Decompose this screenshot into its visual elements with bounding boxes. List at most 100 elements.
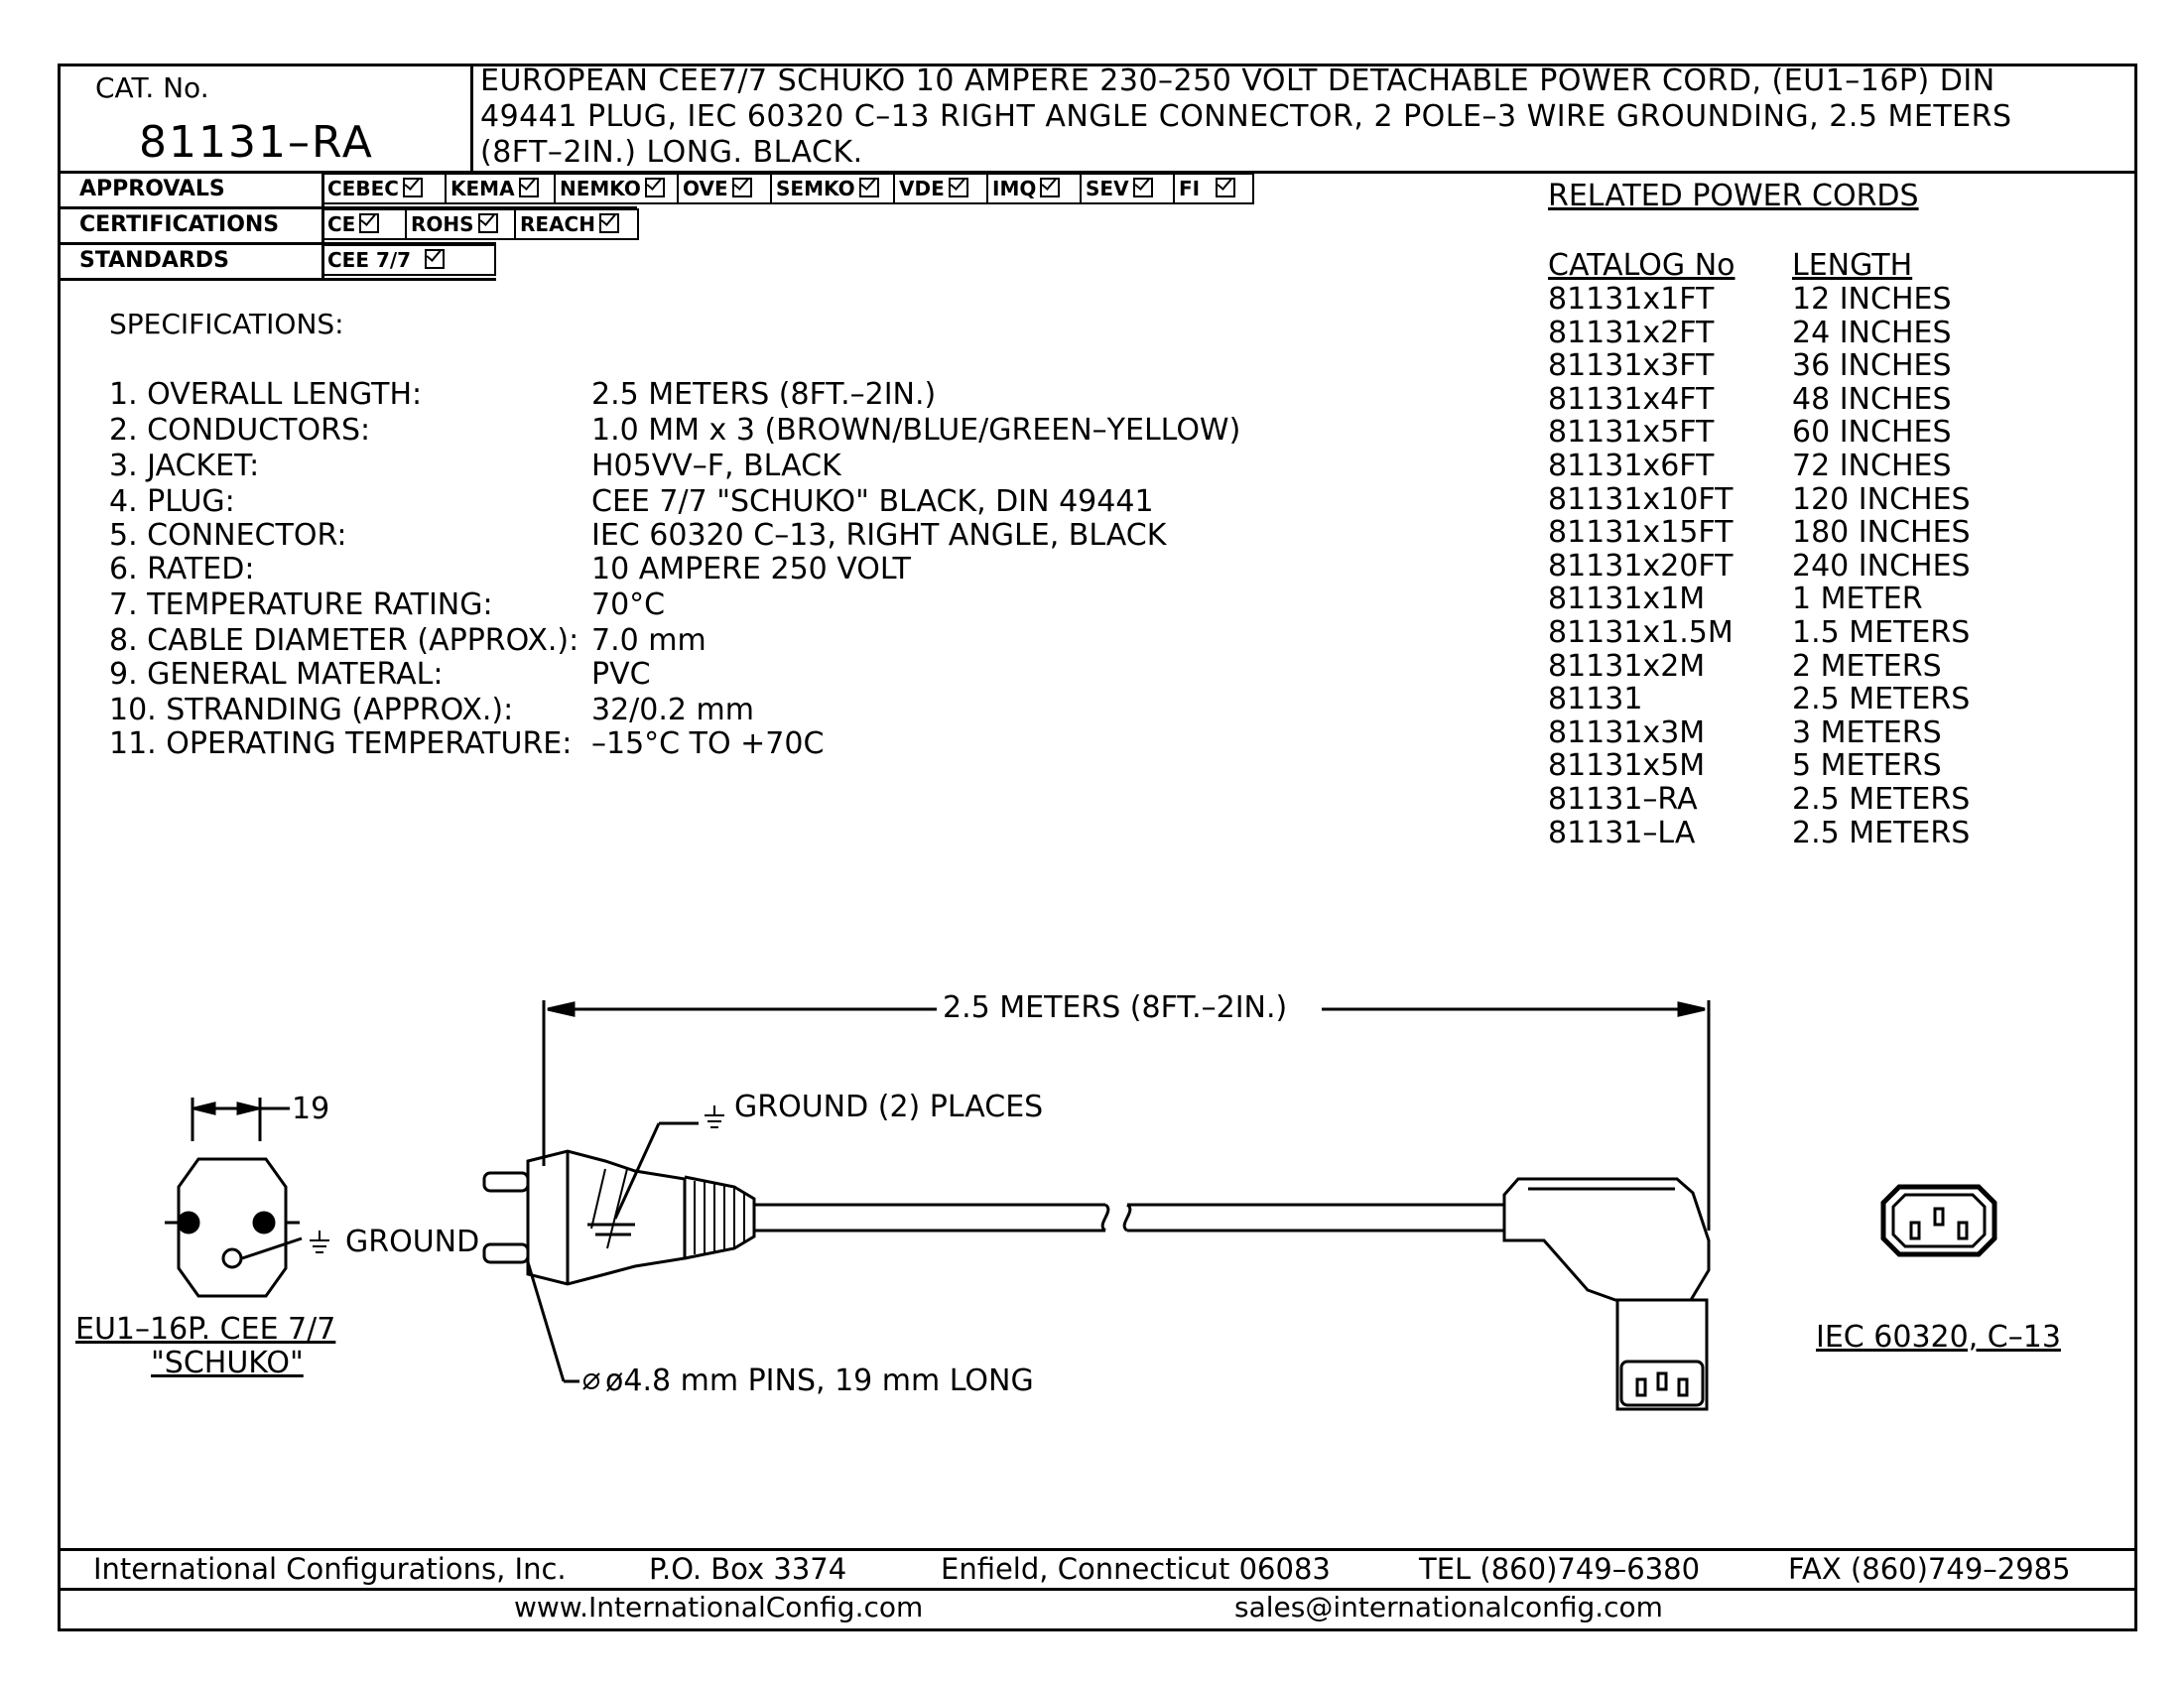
checkbox-icon <box>644 178 665 197</box>
specifications-heading: SPECIFICATIONS: <box>109 308 344 340</box>
related-catalog: 81131x2M <box>1548 648 1706 684</box>
cert-rohs: ROHS <box>407 208 516 240</box>
related-col-catalog: CATALOG No <box>1548 248 1735 283</box>
footer-city: Enfield, Connecticut 06083 <box>941 1552 1331 1586</box>
plug-pin-right <box>252 1211 276 1234</box>
related-length: 2.5 METERS <box>1792 682 1971 717</box>
cable-break-left <box>1100 1203 1110 1233</box>
related-catalog: 81131x15FT <box>1548 515 1734 551</box>
ground-leader-left <box>241 1236 303 1260</box>
related-catalog: 81131x2FT <box>1548 315 1715 350</box>
cert-ce: CE <box>323 208 407 240</box>
related-length: 72 INCHES <box>1792 449 1952 483</box>
related-length: 24 INCHES <box>1792 315 1952 350</box>
checkbox-icon <box>425 249 446 269</box>
cat-label: CAT. No. <box>95 71 209 104</box>
spec-value: PVC <box>591 657 651 692</box>
iec-c13-inner <box>1891 1193 1987 1248</box>
checkbox-icon <box>858 178 879 197</box>
approval-name: KEMA <box>450 177 515 200</box>
length-dimension-label: 2.5 METERS (8FT.–2IN.) <box>943 990 1288 1025</box>
checkbox-icon <box>359 213 380 233</box>
cert-name: ROHS <box>411 212 474 236</box>
cert-name: CE <box>327 212 356 236</box>
related-catalog: 81131x3FT <box>1548 348 1715 384</box>
related-length: 2 METERS <box>1792 648 1942 684</box>
drawing-frame <box>58 64 2137 1631</box>
ground-label: GROUND <box>345 1225 480 1259</box>
approval-imq: IMQ <box>988 173 1082 204</box>
spec-key: 5. CONNECTOR: <box>109 518 347 553</box>
plug-strain-relief <box>684 1175 756 1260</box>
plug-pin-left <box>177 1211 200 1234</box>
related-catalog: 81131x4FT <box>1548 381 1715 417</box>
spec-value: CEE 7/7 "SCHUKO" BLACK, DIN 49441 <box>591 484 1154 519</box>
footer-fax: FAX (860)749–2985 <box>1788 1552 2071 1586</box>
checkbox-icon <box>1040 178 1061 197</box>
approval-name: SEV <box>1086 177 1129 200</box>
plug-pin-lower <box>482 1242 530 1264</box>
approval-sev: SEV <box>1082 173 1175 204</box>
checkbox-icon <box>518 178 539 197</box>
pins-note-label: ø4.8 mm PINS, 19 mm LONG <box>605 1363 1034 1398</box>
spec-key: 10. STRANDING (APPROX.): <box>109 693 514 727</box>
checkbox-icon <box>598 213 619 233</box>
related-catalog: 81131x3M <box>1548 714 1706 750</box>
checkbox-icon <box>477 213 498 233</box>
connector-slot-left <box>1635 1377 1647 1397</box>
related-catalog: 81131x6FT <box>1548 449 1715 483</box>
footer-company: International Configurations, Inc. <box>93 1552 567 1586</box>
spec-value: 10 AMPERE 250 VOLT <box>591 552 911 586</box>
related-catalog: 81131–RA <box>1548 782 1698 817</box>
approval-name: CEBEC <box>327 177 399 200</box>
spec-value: 32/0.2 mm <box>591 693 754 727</box>
grid-line <box>58 206 637 209</box>
plug-face-outline <box>177 1157 288 1298</box>
footer-website[interactable]: www.InternationalConfig.com <box>514 1591 924 1623</box>
approval-name: SEMKO <box>776 177 855 200</box>
plug-ground-hole <box>221 1247 243 1269</box>
connector-slot-right <box>1677 1377 1689 1397</box>
header-divider <box>58 171 2137 174</box>
approval-name: FI <box>1179 177 1201 200</box>
related-catalog: 81131x5M <box>1548 748 1706 784</box>
plug-body <box>526 1149 687 1286</box>
checkbox-icon <box>1132 178 1153 197</box>
checkbox-icon <box>402 178 423 197</box>
plug-label-line1: EU1–16P. CEE 7/7 <box>75 1312 336 1347</box>
strain-relief-ribs <box>694 1181 745 1254</box>
related-length: 3 METERS <box>1792 714 1942 750</box>
spec-value: H05VV–F, BLACK <box>591 449 841 483</box>
standard-name: CEE 7/7 <box>327 248 412 272</box>
pin-dim-arrow-right <box>236 1102 259 1115</box>
related-length: 2.5 METERS <box>1792 782 1971 817</box>
iec-slot-left <box>1909 1221 1921 1240</box>
spec-value: 1.0 MM x 3 (BROWN/BLUE/GREEN–YELLOW) <box>591 413 1241 448</box>
spec-key: 7. TEMPERATURE RATING: <box>109 587 493 622</box>
approval-kema: KEMA <box>447 173 556 204</box>
approval-name: IMQ <box>992 177 1037 200</box>
spec-value: 70°C <box>591 587 666 622</box>
ground-leader-plug <box>613 1122 661 1220</box>
iec-c13-outline <box>1880 1184 1997 1257</box>
spec-key: 11. OPERATING TEMPERATURE: <box>109 726 573 761</box>
grid-line <box>321 171 324 280</box>
related-length: 1 METER <box>1792 582 1923 617</box>
related-length: 120 INCHES <box>1792 481 1971 517</box>
approval-vde: VDE <box>895 173 988 204</box>
approval-nemko: NEMKO <box>556 173 679 204</box>
spec-key: 6. RATED: <box>109 552 255 586</box>
spec-value: 7.0 mm <box>591 623 707 658</box>
related-length: 60 INCHES <box>1792 415 1952 451</box>
plug-label-line2: "SCHUKO" <box>151 1346 304 1380</box>
footer-email[interactable]: sales@internationalconfig.com <box>1234 1591 1663 1623</box>
iec-slot-right <box>1957 1221 1969 1240</box>
footer-tel: TEL (860)749–6380 <box>1419 1552 1701 1586</box>
related-catalog: 81131x1FT <box>1548 282 1715 317</box>
related-catalog: 81131 <box>1548 682 1643 717</box>
related-catalog: 81131x1.5M <box>1548 615 1734 650</box>
checkbox-icon <box>1216 178 1236 197</box>
iec-slot-ground <box>1933 1207 1945 1227</box>
related-length: 1.5 METERS <box>1792 615 1971 650</box>
